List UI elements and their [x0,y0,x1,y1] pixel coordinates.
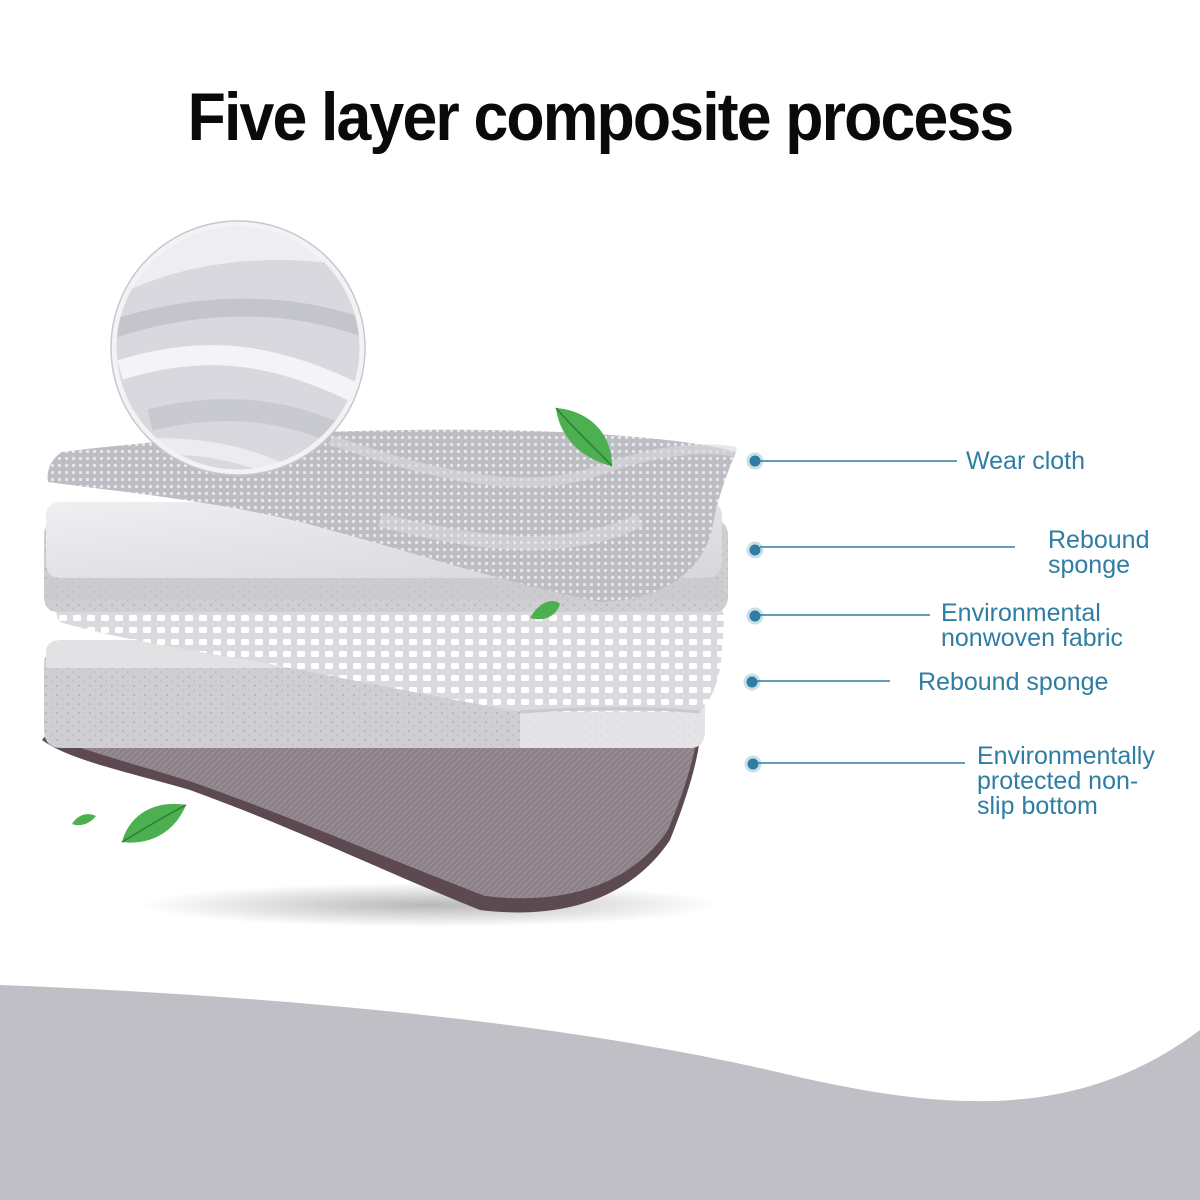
label-wear-cloth: Wear cloth [966,447,1086,475]
bottom-wave [0,985,1200,1200]
leader-nonwoven-fabric [746,607,930,625]
leaf-decoration-bottom-small [72,814,96,826]
leaf-decoration-top [555,407,613,467]
label-nonwoven-fabric: Environmental nonwoven fabric [941,599,1124,652]
leaf-decoration-mid [530,600,560,620]
leaf-decoration-bottom-large [121,803,187,843]
leader-wear-cloth [746,452,957,470]
leader-rebound-sponge-lower [743,673,890,691]
label-rebound-sponge-top: Rebound sponge [1048,526,1150,579]
label-rebound-sponge-lower: Rebound sponge [918,668,1109,696]
magnified-cloth-circle [110,220,366,476]
page-title: Five layer composite process [187,79,1015,155]
layer-nonwoven-fabric [56,590,724,714]
leader-rebound-sponge-top [746,541,1015,559]
label-non-slip-bottom: Environmentally protected non- slip bott… [977,742,1155,820]
leader-non-slip-bottom [744,755,965,773]
stack-shadow [140,883,720,927]
